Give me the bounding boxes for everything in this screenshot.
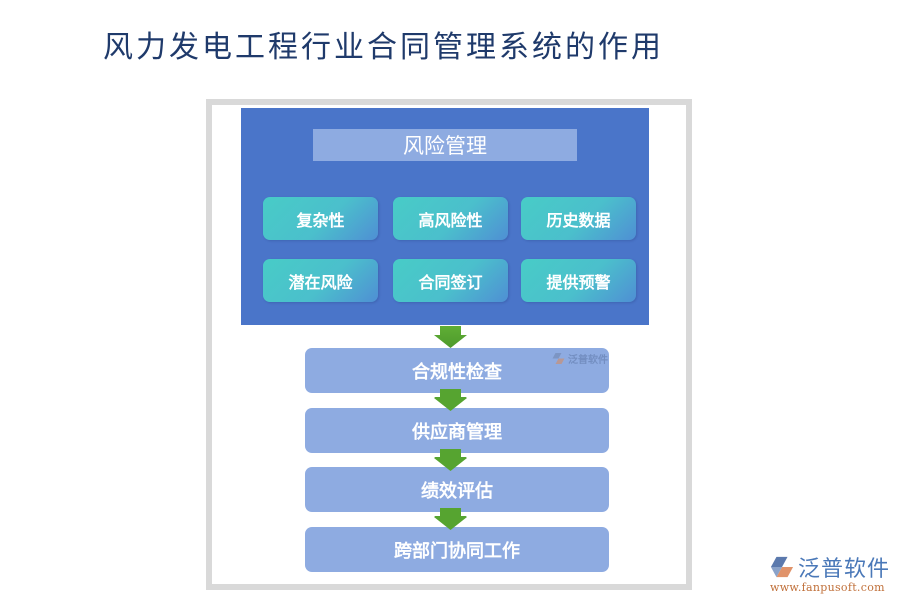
risk-item-historical-data: 历史数据 xyxy=(521,197,636,240)
risk-management-header: 风险管理 xyxy=(313,129,577,161)
fanpu-logo-icon xyxy=(552,353,565,364)
arrow-down-icon xyxy=(434,326,467,348)
watermark: 泛普软件 xyxy=(552,351,608,366)
flow-step-performance-evaluation: 绩效评估 xyxy=(305,467,609,512)
fanpu-logo-icon xyxy=(770,556,794,578)
flow-step-supplier-management: 供应商管理 xyxy=(305,408,609,453)
watermark-text: 泛普软件 xyxy=(568,355,608,366)
brand-logo: 泛普软件 www.fanpusoft.com xyxy=(770,551,890,594)
risk-item-high-risk: 高风险性 xyxy=(393,197,508,240)
risk-management-panel: 风险管理 复杂性 高风险性 历史数据 潜在风险 合同签订 提供预警 xyxy=(241,108,649,325)
flow-step-cross-department-collaboration: 跨部门协同工作 xyxy=(305,527,609,572)
logo-name: 泛普软件 xyxy=(798,557,891,582)
risk-item-early-warning: 提供预警 xyxy=(521,259,636,302)
risk-item-contract-signing: 合同签订 xyxy=(393,259,508,302)
arrow-down-icon xyxy=(434,449,467,471)
risk-item-complexity: 复杂性 xyxy=(263,197,378,240)
arrow-down-icon xyxy=(434,389,467,411)
arrow-down-icon xyxy=(434,508,467,530)
logo-url: www.fanpusoft.com xyxy=(770,581,885,594)
page-title: 风力发电工程行业合同管理系统的作用 xyxy=(103,30,664,65)
risk-item-potential-risk: 潜在风险 xyxy=(263,259,378,302)
